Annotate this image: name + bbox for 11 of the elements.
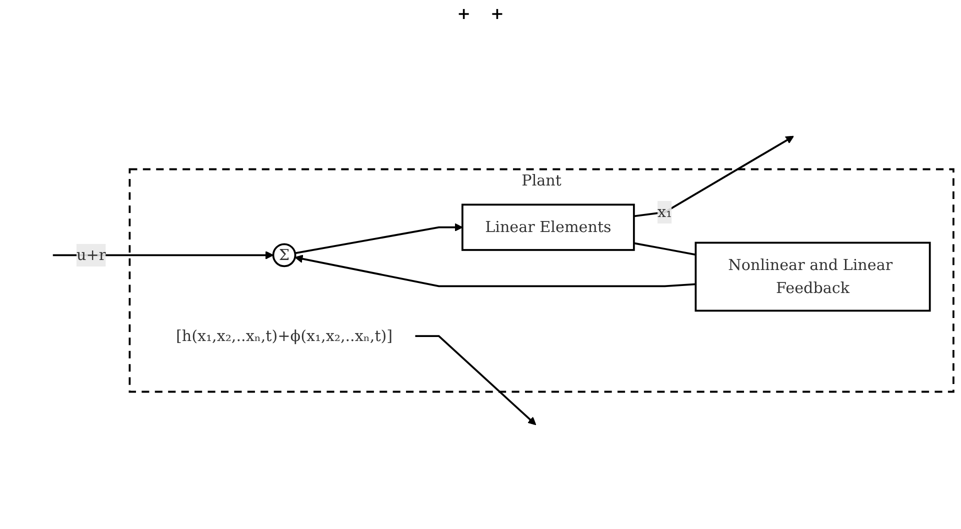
summing-junction: Σ [272, 243, 296, 268]
arrow [294, 254, 696, 288]
arrow [294, 223, 463, 254]
formula-text: [h(x₁,x₂,..xₙ,t)+ϕ(x₁,x₂,..xₙ,t)] [176, 326, 393, 345]
plus-sign: + [457, 4, 470, 25]
arrow [634, 136, 794, 218]
leader-line [415, 335, 536, 426]
block: Linear Elements [461, 204, 635, 251]
plus-sign: + [490, 4, 504, 25]
block: Nonlinear and Linear Feedback [694, 242, 931, 312]
connector-line [634, 242, 696, 256]
